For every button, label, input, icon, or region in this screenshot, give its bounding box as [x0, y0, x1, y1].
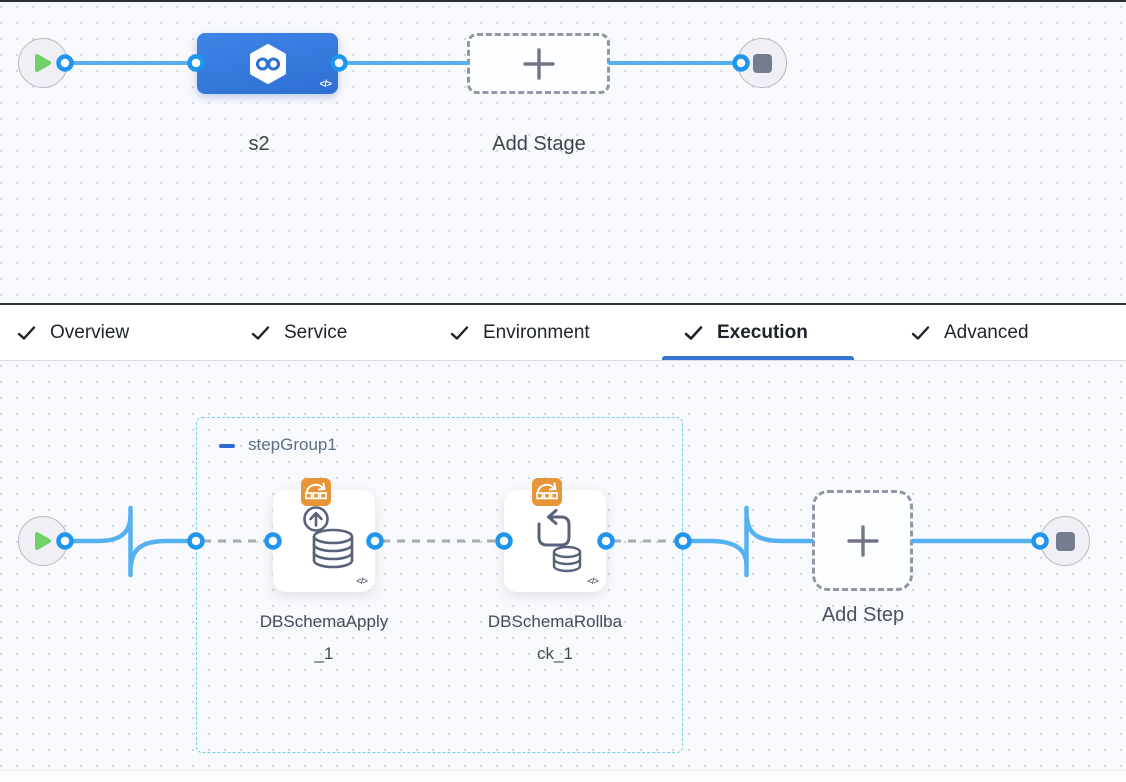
- tab-service[interactable]: Service: [251, 305, 347, 360]
- db-schema-rollback-icon: [537, 509, 582, 573]
- stop-icon: [1055, 531, 1075, 551]
- checkmark-icon: [251, 325, 270, 340]
- step-name-label: DBSchemaApply_1: [259, 612, 389, 663]
- tab-label: Execution: [717, 321, 808, 343]
- checkmark-icon: [17, 325, 36, 340]
- collapse-group-button[interactable]: [219, 444, 235, 448]
- pipeline-end-node[interactable]: [737, 38, 787, 88]
- bottom-panel-edge: [0, 770, 1126, 782]
- execution-canvas: stepGroup1: [0, 361, 1126, 770]
- execution-start-node[interactable]: [18, 516, 68, 566]
- code-icon: </>: [356, 576, 368, 587]
- checkmark-icon: [911, 325, 930, 340]
- code-icon: </>: [319, 79, 333, 90]
- db-devops-badge-icon: [532, 478, 562, 506]
- tab-label: Advanced: [944, 321, 1029, 343]
- tab-label: Service: [284, 321, 348, 343]
- add-step-button[interactable]: [812, 490, 913, 591]
- stage-config-tabs: Overview Service Environment Execution A…: [0, 303, 1126, 361]
- stage-pipeline-canvas: </> s2 Add Stage: [0, 0, 1126, 303]
- step-card-dbschemarollback-1[interactable]: </>: [504, 478, 606, 592]
- add-stage-button[interactable]: [467, 33, 610, 94]
- code-icon: </>: [587, 576, 599, 587]
- tab-environment[interactable]: Environment: [450, 305, 590, 360]
- stop-icon: [752, 53, 772, 73]
- tab-label: Environment: [483, 321, 590, 343]
- db-schema-apply-icon: [303, 506, 354, 569]
- tab-execution[interactable]: Execution: [684, 305, 808, 360]
- tab-overview[interactable]: Overview: [17, 305, 129, 360]
- add-step-label: Add Step: [821, 604, 905, 626]
- checkmark-icon: [684, 325, 703, 340]
- execution-end-node[interactable]: [1040, 516, 1090, 566]
- tab-label: Overview: [50, 321, 130, 343]
- add-stage-label: Add Stage: [492, 133, 586, 155]
- pipeline-start-node[interactable]: [18, 38, 68, 88]
- harness-logo-icon: [249, 43, 286, 84]
- stage-name-label: s2: [248, 133, 270, 155]
- step-name-label: DBSchemaRollback_1: [487, 612, 623, 663]
- step-card-dbschemaapply-1[interactable]: </>: [273, 478, 375, 592]
- stage-node-s2[interactable]: </>: [197, 33, 338, 94]
- db-devops-badge-icon: [301, 478, 331, 506]
- play-icon: [35, 532, 51, 550]
- checkmark-icon: [450, 325, 469, 340]
- step-group-title: stepGroup1: [248, 435, 337, 454]
- active-tab-underline: [662, 356, 854, 360]
- step-group[interactable]: stepGroup1: [196, 417, 683, 753]
- tab-advanced[interactable]: Advanced: [911, 305, 1029, 360]
- plus-icon: [522, 47, 555, 80]
- play-icon: [35, 54, 51, 72]
- plus-icon: [846, 524, 879, 557]
